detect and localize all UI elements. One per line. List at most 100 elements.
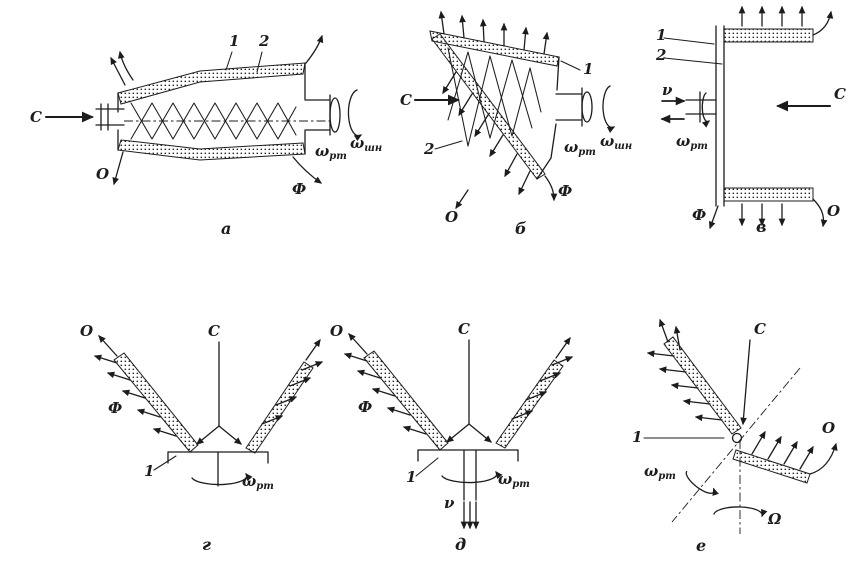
perforated-wall-top xyxy=(429,30,560,67)
part-1-label: 1 xyxy=(632,428,642,446)
perforated-wall-left xyxy=(113,352,199,453)
diagram-a-screw-centrifuge: С 1 2 О Ф ωрт ωшн а xyxy=(30,32,382,238)
drive-shaft xyxy=(555,87,583,127)
part-2-leader xyxy=(663,57,723,65)
perforated-wall-left xyxy=(363,350,449,451)
rotor-rotation-ellipse xyxy=(581,91,593,123)
perforated-wall-right xyxy=(245,361,314,454)
tilted-rotor-axis xyxy=(671,367,801,523)
cone-right-edge xyxy=(536,56,560,180)
part-1-leader xyxy=(225,51,233,71)
filtrate-label: Ф xyxy=(692,206,706,224)
rotor-end-wall xyxy=(715,25,725,207)
omega-screw-label: ωшн xyxy=(600,132,632,152)
feed-label: С xyxy=(834,85,846,103)
sediment-label: О xyxy=(445,208,458,226)
feed-label: С xyxy=(208,322,220,340)
caption-a: а xyxy=(221,219,231,238)
filtrate-spray-arrows-top xyxy=(438,10,550,55)
part-2-label: 2 xyxy=(655,46,666,64)
filtrate-spray-arrows-right xyxy=(261,338,324,425)
part-1-leader xyxy=(415,457,439,477)
sediment-label: О xyxy=(822,419,835,437)
omega-screw-label: ωшн xyxy=(350,134,382,154)
sediment-label: О xyxy=(827,202,840,220)
sediment-arrow xyxy=(98,335,118,357)
screw-zigzag-reverse xyxy=(130,102,297,140)
feed-line xyxy=(740,339,751,426)
caption-g: г xyxy=(202,535,211,554)
diagram-g-conical-bowl: С О Ф 1 ωрт г xyxy=(80,322,324,554)
bowl-bottom xyxy=(417,449,519,501)
sediment-arrow xyxy=(112,151,124,186)
screw-zigzag-reverse xyxy=(447,51,533,139)
nu-label: ν xyxy=(444,494,455,512)
diagram-e-tilted-rotor: С О 1 ωрт Ω xyxy=(632,318,838,555)
diagram-v-pulsating-centrifuge: Ф О С ν ωрт 1 2 в xyxy=(655,5,846,236)
filtrate-arrow xyxy=(292,156,323,184)
filtrate-spray-arrows-right xyxy=(751,430,814,470)
filtrate-label: Ф xyxy=(292,180,306,198)
filtrate-arrow xyxy=(544,175,558,202)
sediment-label: О xyxy=(330,322,343,340)
omega-rotor-label: ωрт xyxy=(676,132,708,152)
perforated-wall-left xyxy=(431,33,546,180)
piston-shaft xyxy=(685,91,717,123)
part-2-leader xyxy=(256,51,263,73)
filtrate-spray-arrows-top xyxy=(738,5,834,36)
diagram-b-conical-centrifuge: С 1 2 Ф О xyxy=(400,10,632,238)
perforated-wall-top xyxy=(723,28,814,43)
part-1-label: 1 xyxy=(583,60,593,78)
part-2-label: 2 xyxy=(258,32,269,50)
filtrate-label: Ф xyxy=(108,399,122,417)
sediment-label: О xyxy=(96,165,109,183)
caption-d: д xyxy=(455,535,466,554)
rotor-rotation-arrow xyxy=(191,472,253,486)
part-1-leader xyxy=(153,455,177,471)
nu-label: ν xyxy=(662,81,673,99)
part-1-label: 1 xyxy=(406,468,416,486)
rotor-rotation-arrow xyxy=(685,470,719,496)
filtrate-arrow xyxy=(708,205,719,230)
screw-rotation-arrow xyxy=(602,85,616,133)
precession-rotation-arrow xyxy=(713,506,768,518)
vapour-arrows-top xyxy=(110,34,324,86)
pivot-joint xyxy=(731,432,743,444)
sediment-arrow xyxy=(455,189,469,210)
drum-ends xyxy=(117,62,306,155)
caption-v: в xyxy=(756,217,767,236)
screw-zigzag xyxy=(130,102,297,140)
feed-label: С xyxy=(30,108,42,126)
screw-zigzag xyxy=(447,47,542,147)
feed-distribution-arrows xyxy=(446,423,492,443)
feed-label: С xyxy=(458,320,470,338)
caption-e: е xyxy=(696,536,706,555)
rotor-rotation-arrow xyxy=(701,92,710,128)
part-2-label: 2 xyxy=(423,140,434,158)
rotor-rotation-arrow xyxy=(441,470,503,484)
omega-rotor-label: ωрт xyxy=(564,138,596,158)
perforated-wall-left xyxy=(663,336,742,435)
omega-rotor-label: ωрт xyxy=(315,142,347,162)
feed-label: С xyxy=(400,91,412,109)
drive-shaft xyxy=(304,94,331,136)
part-1-label: 1 xyxy=(656,26,666,44)
part-1-label: 1 xyxy=(144,462,154,480)
feed-label: С xyxy=(754,320,766,338)
omega-rotor-label: ωрт xyxy=(498,470,530,490)
filtrate-label: Ф xyxy=(358,398,372,416)
sediment-arrow xyxy=(348,333,368,355)
feed-pipe xyxy=(95,103,125,131)
perforated-wall-top xyxy=(117,62,306,105)
perforated-wall-bottom xyxy=(723,187,814,202)
filtrate-spray-arrows-left xyxy=(343,352,427,435)
part-1-leader xyxy=(560,60,581,71)
pulsation-arrows xyxy=(660,96,686,124)
omega-rotor-label: ωрт xyxy=(242,472,274,492)
part-2-leader xyxy=(434,140,463,150)
bowl-bottom xyxy=(167,451,269,487)
filtrate-spray-arrows-right xyxy=(511,336,574,420)
filtrate-spray-arrows-left xyxy=(646,318,723,422)
sediment-label: О xyxy=(80,322,93,340)
